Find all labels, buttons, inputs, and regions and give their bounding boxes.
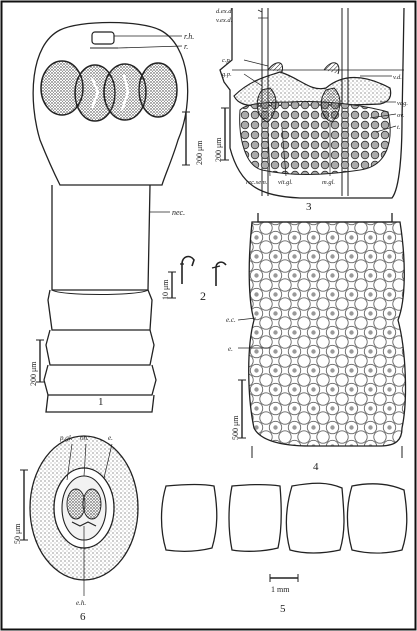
fig5-scale-label: 1 mm (271, 585, 290, 594)
label-c-p: c.p. (222, 57, 232, 64)
cirrus-pouch-left (268, 63, 283, 72)
fig3-scale-label: 200 μm (214, 137, 223, 162)
proglottid-outline-3 (286, 483, 344, 553)
fig6-number: 6 (80, 611, 86, 623)
label-p-gl: p.gl. (59, 434, 73, 442)
label-t: t. (397, 124, 401, 131)
figure-1-scolex: r.h. r. nec. 200 μm 200 μm 1 (29, 23, 204, 413)
penetration-gland-left (67, 489, 85, 519)
rostellar-hooks (92, 32, 114, 44)
label-nec: nec. (172, 208, 185, 217)
cirrus-pouch-right (324, 63, 339, 74)
segment-1 (48, 290, 152, 330)
figure-2-hooks: 10 μm 2 (161, 257, 226, 303)
fig6-scale-label: 50 μm (13, 523, 22, 544)
label-rh: r.h. (184, 32, 194, 41)
figure-4-gravid-proglottid: e.c. e. 500 μm 4 (226, 213, 405, 473)
proglottid-outline-4 (348, 484, 407, 553)
label-on: on. (80, 434, 89, 442)
label-ov: ov. (397, 112, 405, 119)
egg-filled-uterus (249, 222, 406, 446)
fig1-scale-bottom-label: 200 μm (29, 361, 38, 386)
label-vit-gl: vit.gl. (278, 179, 293, 186)
label-r: r. (184, 42, 188, 51)
label-g-p: g.p. (222, 71, 232, 78)
fig1-scale-top-label: 200 μm (195, 140, 204, 165)
fig3-number: 3 (306, 201, 312, 213)
label-rec-sem: rec.sem. (246, 179, 268, 186)
proglottid-outline-2 (229, 485, 281, 552)
label-e-h: e.h. (76, 599, 86, 607)
fig4-scale-label: 500 μm (231, 415, 240, 440)
segment-3 (44, 365, 156, 395)
label-v-ex-d: v.ex.d. (216, 17, 233, 24)
fig2-scale-label: 10 μm (161, 279, 170, 300)
label-m-gl: m.gl. (322, 179, 335, 186)
label-e-fig6: e. (108, 434, 113, 442)
fig5-number: 5 (280, 603, 286, 615)
hook-1 (182, 257, 194, 284)
label-e-c: e.c. (226, 316, 236, 324)
segment-2 (46, 330, 154, 365)
label-vag: vag. (397, 100, 408, 107)
figure-3-proglottid: d.ex.d. v.ex.d. c.p. g.p. v.d. vag. ov. … (214, 8, 408, 213)
figure-6-egg: p.gl. on. e. e.h. 50 μm 6 (13, 434, 138, 623)
segment-line-1 (52, 290, 148, 295)
label-v-d: v.d. (393, 74, 402, 81)
proglottid-outline-1 (162, 485, 217, 552)
hook-2 (216, 262, 226, 286)
label-d-ex-d: d.ex.d. (216, 8, 234, 15)
neck-outline (52, 185, 150, 290)
sucker-4 (139, 63, 177, 117)
label-e-fig4: e. (228, 345, 233, 353)
fig2-number: 2 (200, 289, 206, 303)
penetration-gland-right (83, 489, 101, 519)
fig4-number: 4 (313, 461, 319, 473)
fig1-number: 1 (98, 396, 104, 408)
figure-5-proglottids: 1 mm 5 (162, 483, 407, 615)
